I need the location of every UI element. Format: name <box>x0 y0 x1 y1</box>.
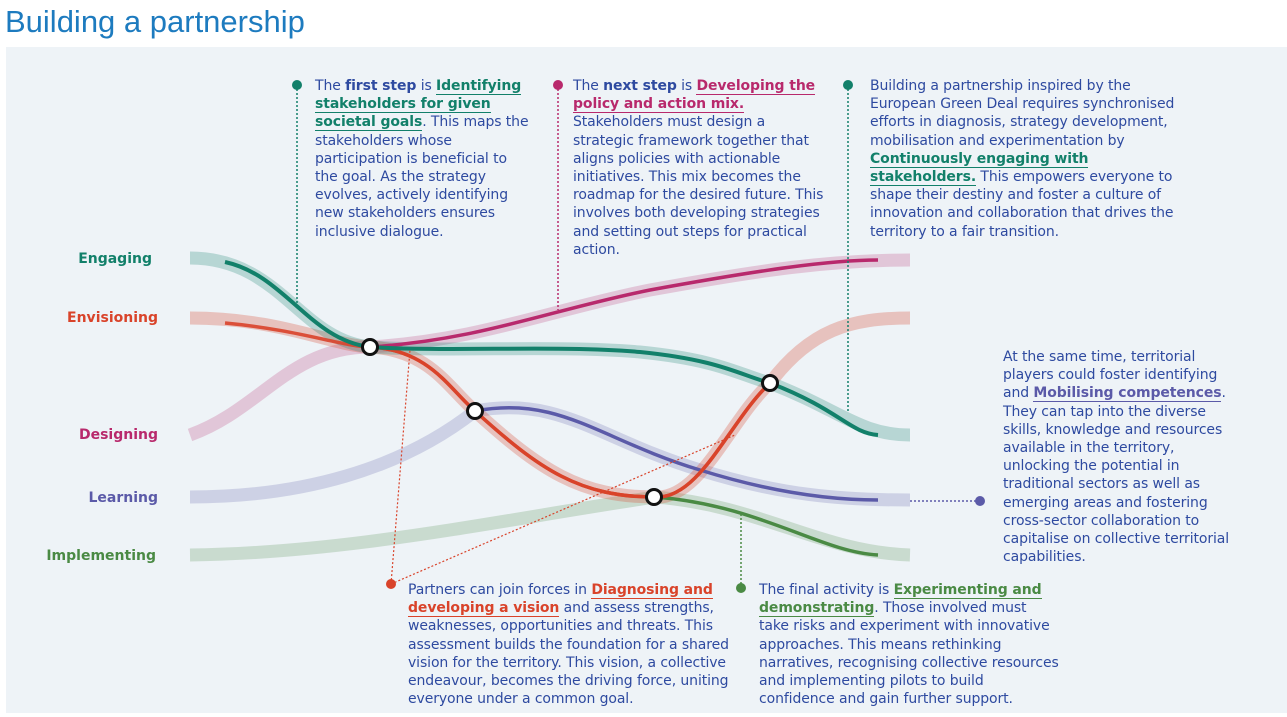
dot-developing <box>553 80 563 90</box>
highlight-developing: Developing the policy and action mix. <box>573 78 816 114</box>
implementing-band <box>189 490 911 562</box>
dot-engaging <box>843 80 853 90</box>
node-1 <box>361 338 379 356</box>
dot-mobilising <box>975 496 985 506</box>
highlight-diagnosing: Diagnosing and developing a vision <box>408 582 713 618</box>
learning-band <box>189 401 911 507</box>
dot-experimenting <box>736 583 746 593</box>
node-2 <box>466 402 484 420</box>
diagram-panel <box>6 47 1287 713</box>
note-engaging: Building a partnership inspired by the E… <box>870 78 1175 240</box>
leader-diagnosing-a <box>390 349 411 585</box>
lane-label-implementing: Implementing <box>46 548 156 564</box>
highlight-identifying: Identifying stakeholders for given socie… <box>315 78 522 132</box>
note-experimenting: The final activity is Experimenting and … <box>759 582 1059 708</box>
note-mobilising: At the same time, territorial players co… <box>1003 349 1230 566</box>
learning-line <box>474 405 879 502</box>
envisioning-line-dark <box>369 345 772 499</box>
node-4 <box>761 374 779 392</box>
highlight-mobilising: Mobilising competences <box>1033 385 1222 403</box>
page-title: Building a partnership <box>5 4 305 39</box>
dot-diagnosing <box>386 579 396 589</box>
note-identifying: The first step is Identifying stakeholde… <box>315 78 529 240</box>
dot-identifying <box>292 80 302 90</box>
note-developing: The next step is Developing the policy a… <box>573 78 824 258</box>
designing-line <box>369 258 879 349</box>
implementing-line <box>654 495 879 557</box>
lane-label-envisioning: Envisioning <box>67 310 158 326</box>
note-diagnosing: Partners can join forces in Diagnosing a… <box>408 582 729 708</box>
lane-label-engaging: Engaging <box>78 251 152 267</box>
engaging-line <box>224 260 879 437</box>
node-3 <box>645 488 663 506</box>
lane-label-learning: Learning <box>88 490 158 506</box>
lane-label-designing: Designing <box>78 427 158 443</box>
highlight-engaging: Continuously engaging with stakeholders. <box>870 150 1089 187</box>
highlight-experimenting: Experimenting and demonstrating <box>759 582 1042 618</box>
leader-diagnosing-b <box>390 434 736 585</box>
